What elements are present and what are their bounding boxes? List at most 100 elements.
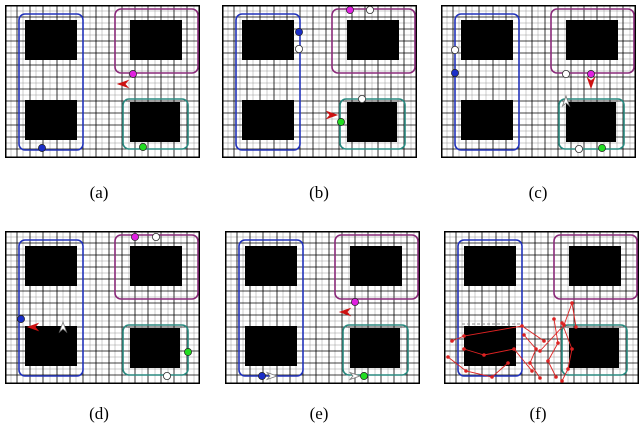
path-waypoint xyxy=(538,349,542,353)
path-waypoint xyxy=(530,369,534,373)
panel-e xyxy=(225,231,420,384)
heading-arrow-icon xyxy=(116,79,130,89)
route-loop-blue xyxy=(18,239,84,377)
panel-frame xyxy=(5,231,200,384)
caption-e: (e) xyxy=(309,404,329,423)
path-waypoint xyxy=(574,325,578,329)
panel-b xyxy=(222,5,417,158)
panel-a xyxy=(5,5,200,158)
obstacle-block xyxy=(350,328,400,368)
path-waypoint xyxy=(450,339,454,343)
agent-blue xyxy=(258,372,266,380)
obstacle-block xyxy=(130,328,180,368)
obstacle-block xyxy=(347,20,399,60)
panel-frame xyxy=(222,5,417,158)
obstacle-block xyxy=(566,20,618,60)
route-loop-blue xyxy=(18,13,84,151)
heading-arrow-icon xyxy=(561,94,571,108)
path-waypoint xyxy=(446,355,450,359)
heading-arrow-icon xyxy=(265,371,279,381)
agent-magenta xyxy=(351,298,359,306)
path-waypoint xyxy=(462,347,466,351)
heading-arrow-icon xyxy=(325,110,339,120)
path-waypoint xyxy=(464,369,468,373)
obstacle-block xyxy=(25,326,77,366)
path-waypoint xyxy=(522,333,526,337)
agent-magenta xyxy=(129,70,137,78)
planned-path xyxy=(451,325,545,342)
obstacle-block xyxy=(25,20,77,60)
path-waypoint xyxy=(552,317,556,321)
route-loop-purple xyxy=(553,234,638,300)
path-waypoint xyxy=(506,361,510,365)
path-waypoint xyxy=(566,367,570,371)
planned-path xyxy=(539,301,577,352)
obstacle-block xyxy=(130,20,182,60)
path-waypoint xyxy=(556,341,560,345)
goal-marker xyxy=(295,45,304,54)
obstacle-block xyxy=(245,246,297,286)
agent-green xyxy=(184,348,192,356)
path-waypoint xyxy=(560,321,564,325)
obstacle-block xyxy=(569,246,621,286)
path-waypoint xyxy=(490,375,494,379)
goal-marker xyxy=(151,233,160,241)
caption-c: (c) xyxy=(528,183,548,202)
path-waypoint xyxy=(462,334,466,338)
planned-path xyxy=(447,356,509,378)
path-waypoint xyxy=(528,361,532,365)
route-loop-purple xyxy=(114,8,199,74)
path-waypoint xyxy=(570,347,574,351)
goal-marker xyxy=(162,371,171,380)
obstacle-block xyxy=(25,246,77,286)
route-loop-blue xyxy=(235,13,301,151)
route-loop-teal xyxy=(558,98,625,150)
planned-path xyxy=(547,318,559,378)
path-waypoint xyxy=(542,339,546,343)
caption-a: (a) xyxy=(89,183,109,202)
obstacle-block xyxy=(347,102,397,142)
agent-magenta xyxy=(346,6,354,14)
path-waypoint xyxy=(534,347,538,351)
agent-blue xyxy=(17,315,25,323)
heading-arrow-icon xyxy=(26,322,40,332)
caption-d: (d) xyxy=(89,404,109,423)
agent-green xyxy=(139,143,147,151)
obstacle-block xyxy=(25,100,77,140)
route-loop-blue xyxy=(454,13,520,151)
route-loop-teal xyxy=(342,324,409,376)
agent-blue xyxy=(38,144,46,152)
goal-marker xyxy=(365,6,374,14)
obstacle-block xyxy=(461,100,513,140)
obstacle-block xyxy=(130,246,182,286)
planned-path xyxy=(561,322,573,382)
route-loop-purple xyxy=(334,234,419,300)
heading-arrow-icon xyxy=(58,320,68,334)
obstacle-block xyxy=(464,326,516,366)
path-waypoint xyxy=(546,359,550,363)
panel-c xyxy=(441,5,636,158)
obstacle-block xyxy=(569,328,619,368)
agent-magenta xyxy=(131,233,139,241)
caption-b: (b) xyxy=(309,183,329,202)
panel-frame xyxy=(444,231,639,384)
goal-marker xyxy=(562,70,571,79)
route-loop-teal xyxy=(122,98,189,150)
agent-green xyxy=(337,118,345,126)
heading-arrow-icon xyxy=(338,307,352,317)
caption-f: (f) xyxy=(529,404,547,423)
panel-d xyxy=(5,231,200,384)
obstacle-block xyxy=(130,102,180,142)
agent-magenta xyxy=(587,70,595,78)
path-waypoint xyxy=(512,347,516,351)
goal-marker xyxy=(450,46,459,55)
obstacle-block xyxy=(461,20,513,60)
obstacle-block xyxy=(242,20,294,60)
path-waypoint xyxy=(570,301,574,305)
path-waypoint xyxy=(482,353,486,357)
agent-blue xyxy=(451,69,459,77)
route-loop-teal xyxy=(561,324,628,376)
path-waypoint xyxy=(554,375,558,379)
obstacle-block xyxy=(464,246,516,286)
